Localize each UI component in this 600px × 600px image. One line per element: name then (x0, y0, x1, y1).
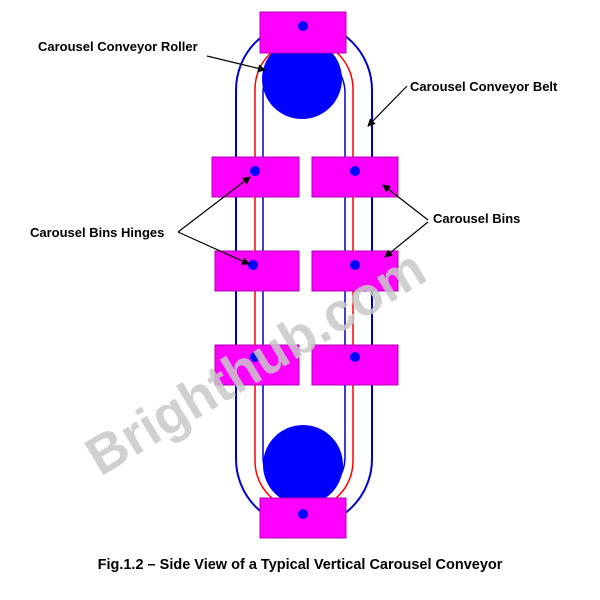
belt-leader (367, 85, 408, 127)
carousel-bin-right-1 (311, 156, 399, 198)
bin-hinge (248, 260, 258, 270)
carousel-bin-bottom (259, 497, 347, 539)
roller-label: Carousel Conveyor Roller (38, 39, 198, 54)
bin-hinge (350, 260, 360, 270)
hinges-leader-upper (177, 176, 251, 233)
hinges-label: Carousel Bins Hinges (30, 225, 164, 240)
carousel-bin-right-2 (311, 250, 399, 292)
carousel-bin-left-2 (214, 250, 300, 292)
bins-leader-upper (382, 184, 429, 221)
hinges-leader-lower (177, 231, 250, 265)
figure-caption: Fig.1.2 – Side View of a Typical Vertica… (98, 557, 503, 573)
top-roller (262, 39, 342, 119)
bin-hinge (250, 166, 260, 176)
bin-hinge (298, 21, 308, 31)
bin-hinge (250, 352, 260, 362)
bin-hinge (298, 509, 308, 519)
belt-label: Carousel Conveyor Belt (410, 79, 558, 94)
bin-hinge (350, 166, 360, 176)
bottom-roller (263, 425, 343, 505)
carousel-bin-left-1 (211, 156, 300, 198)
bins-leader-lower (384, 221, 429, 258)
roller-leader (206, 55, 266, 73)
carousel-bin-top (259, 11, 347, 54)
bin-hinge (350, 352, 360, 362)
carousel-bin-right-3 (311, 344, 399, 386)
leader-lines (177, 55, 429, 265)
carousel-bin-left-3 (214, 344, 300, 386)
bins-label: Carousel Bins (433, 211, 520, 226)
